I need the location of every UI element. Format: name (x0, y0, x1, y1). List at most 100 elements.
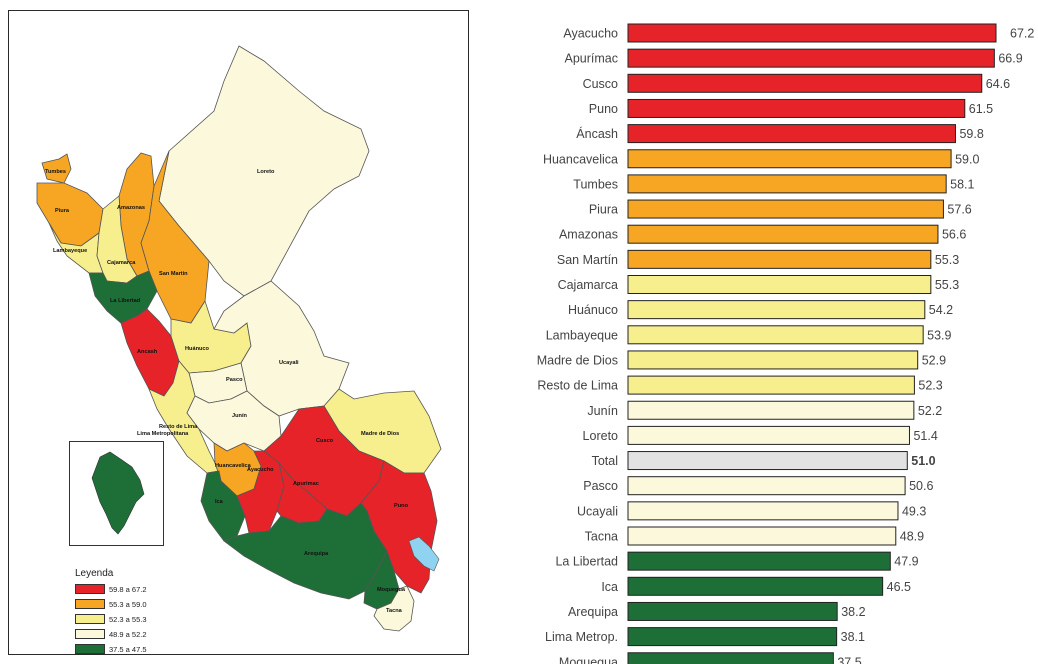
legend-item: 59.8 a 67.2 (75, 582, 185, 596)
value-label: 38.1 (841, 630, 865, 644)
legend-label: 59.8 a 67.2 (109, 584, 147, 594)
value-label: 57.6 (947, 203, 971, 217)
value-label: 66.9 (998, 52, 1022, 66)
region-arequipa (223, 502, 388, 600)
category-label: Loreto (583, 429, 618, 443)
bar (627, 174, 947, 194)
label-madre-de-dios: Madre de Dios (361, 431, 399, 437)
category-label: Pasco (583, 479, 618, 493)
label-ancash: Ancash (137, 349, 158, 355)
value-label: 52.2 (918, 404, 942, 418)
label-tumbes: Tumbes (45, 169, 66, 175)
bar (627, 601, 838, 621)
label-la-libertad: La Libertad (110, 298, 141, 304)
bar (627, 300, 926, 320)
category-label: San Martín (557, 253, 618, 267)
legend-title: Leyenda (75, 568, 114, 579)
label-loreto: Loreto (257, 169, 275, 175)
legend: Leyenda 59.8 a 67.2 55.3 a 59.0 52.3 a 5… (75, 568, 185, 657)
lima-inset-map (69, 441, 164, 546)
category-label: Junín (587, 404, 618, 418)
bar (627, 325, 924, 345)
category-label: Amazonas (559, 228, 618, 242)
legend-swatch (75, 629, 105, 639)
map-panel: Loreto Tumbes Piura Amazonas Lambayeque … (8, 10, 469, 655)
category-label: Huancavelica (543, 152, 618, 166)
legend-label: 48.9 a 52.2 (109, 629, 147, 639)
bar (627, 375, 915, 395)
value-label: 47.9 (894, 555, 918, 569)
category-label: Apurímac (565, 52, 619, 66)
peru-map: Loreto Tumbes Piura Amazonas Lambayeque … (36, 45, 442, 632)
label-resto-lima: Resto de Lima (159, 424, 198, 430)
legend-item: 55.3 a 59.0 (75, 597, 185, 611)
bar (627, 627, 838, 647)
region-tacna (373, 585, 415, 632)
label-tacna: Tacna (386, 608, 403, 614)
value-label: 59.8 (959, 127, 983, 141)
category-label: Arequipa (568, 605, 618, 619)
value-label: 52.9 (922, 353, 946, 367)
category-label: Total (592, 454, 618, 468)
category-label: La Libertad (555, 555, 618, 569)
category-label: Tacna (585, 530, 618, 544)
label-piura: Piura (55, 208, 70, 214)
bar (627, 476, 906, 496)
category-label: Cajamarca (558, 278, 618, 292)
category-label: Moquegua (559, 655, 618, 664)
legend-item: 37.5 a 47.5 (75, 642, 185, 656)
category-label: Ayacucho (563, 27, 618, 41)
value-label: 55.3 (935, 253, 959, 267)
legend-label: 55.3 a 59.0 (109, 599, 147, 609)
bar (627, 48, 995, 68)
label-huanuco: Huánuco (185, 346, 210, 352)
legend-label: 37.5 a 47.5 (109, 644, 147, 654)
legend-swatch (75, 644, 105, 654)
bar (627, 199, 944, 219)
bar (627, 98, 966, 118)
bar (627, 124, 956, 144)
label-puno: Puno (394, 503, 409, 509)
category-label: Huánuco (568, 303, 618, 317)
value-label: 53.9 (927, 328, 951, 342)
category-label: Lima Metrop. (545, 630, 618, 644)
category-label: Ica (601, 580, 618, 594)
region-la-libertad (88, 270, 158, 324)
legend-item: 52.3 a 55.3 (75, 612, 185, 626)
label-huancavelica: Huancavelica (215, 463, 252, 469)
region-tumbes (41, 153, 72, 184)
bar (627, 23, 997, 43)
category-label: Cusco (583, 77, 618, 91)
value-label: 67.2 (1010, 27, 1034, 41)
legend-swatch (75, 599, 105, 609)
value-label: 48.9 (900, 530, 924, 544)
value-label: 50.6 (909, 479, 933, 493)
bar (627, 576, 884, 596)
category-label: Áncash (576, 126, 618, 141)
value-label: 52.3 (918, 379, 942, 393)
bar (627, 501, 899, 521)
value-label: 58.1 (950, 177, 974, 191)
label-cajamarca: Cajamarca (107, 260, 136, 266)
label-ica: Ica (215, 499, 224, 505)
value-label: 37.5 (837, 655, 861, 664)
bar (627, 451, 908, 471)
category-label: Lambayeque (546, 328, 618, 342)
bar (627, 224, 939, 244)
label-san-martin: San Martin (159, 271, 188, 277)
bar (627, 149, 952, 169)
legend-swatch (75, 584, 105, 594)
label-amazonas: Amazonas (117, 205, 145, 211)
bar (627, 551, 891, 571)
value-label: 51.4 (913, 429, 937, 443)
legend-swatch (75, 614, 105, 624)
legend-label: 52.3 a 55.3 (109, 614, 147, 624)
category-label: Piura (589, 203, 618, 217)
bar (627, 400, 915, 420)
category-label: Tumbes (573, 177, 618, 191)
value-label: 51.0 (911, 454, 935, 468)
label-cusco: Cusco (316, 438, 334, 444)
value-label: 64.6 (986, 77, 1010, 91)
bar (627, 425, 910, 445)
